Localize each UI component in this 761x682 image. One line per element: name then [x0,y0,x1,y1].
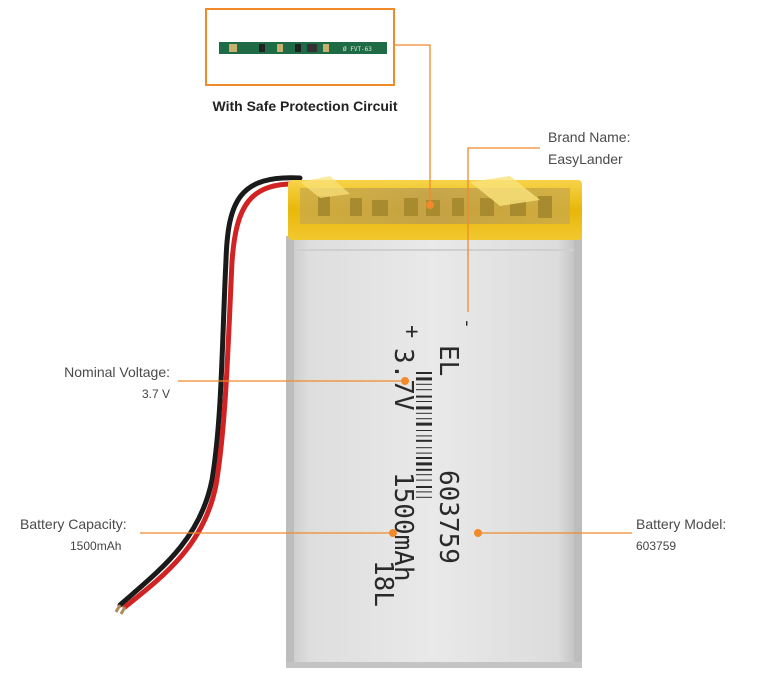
battery-minus-sign: - [457,318,478,329]
barcode-bar [416,447,432,449]
battery-print-line-1: EL [433,345,463,376]
barcode-bar [416,401,432,402]
barcode-bar [416,457,432,459]
barcode-bar [416,430,432,431]
barcode-bar [416,496,432,498]
barcode-bar [416,439,432,442]
barcode-bar [416,474,432,476]
pcb-board: Ø FVT-63 [219,42,387,54]
brand-title: Brand Name: [548,129,631,145]
barcode-bar [416,422,432,426]
lead-wires [114,175,303,615]
battery-plus-sign: + [399,325,424,338]
pcb-marking: Ø FVT-63 [343,46,372,53]
barcode-bar [416,383,432,385]
barcode-bar [416,406,432,410]
brand-value: EasyLander [548,151,623,167]
protection-circuit-inset: Ø FVT-63 [205,8,395,86]
barcode-bar [416,452,432,454]
model-label: Battery Model: 603759 [636,513,726,557]
barcode-bar [416,418,432,420]
barcode-bar [416,486,432,488]
barcode-bar [416,479,432,481]
barcode-bar [416,377,432,381]
barcode-bar [416,395,432,398]
callout-dots [389,201,482,537]
model-value: 603759 [636,539,677,553]
capacity-value: 1500mAh [70,539,122,553]
barcode [416,372,432,498]
capacity-label: Battery Capacity: 1500mAh [20,513,127,557]
voltage-title: Nominal Voltage: [64,364,170,380]
kapton-tape [288,176,582,240]
barcode-bar [416,462,432,466]
brand-label: Brand Name: EasyLander [548,126,630,170]
battery-print-line-2: 603759 [433,470,463,564]
battery-print-line-4: 1500mAh [388,472,418,582]
battery-print-line-5: 18L [368,560,398,607]
pcb-caption: With Safe Protection Circuit [212,98,398,114]
battery-cell [286,236,582,668]
barcode-bar [416,468,432,471]
barcode-bar [416,372,432,374]
voltage-label: Nominal Voltage: 3.7 V [58,361,170,405]
callout-lines [140,44,632,534]
barcode-bar [416,412,432,414]
capacity-title: Battery Capacity: [20,516,127,532]
barcode-bar [416,435,432,437]
voltage-value: 3.7 V [141,387,170,401]
barcode-bar [416,491,432,493]
model-title: Battery Model: [636,516,727,532]
barcode-bar [416,389,432,391]
